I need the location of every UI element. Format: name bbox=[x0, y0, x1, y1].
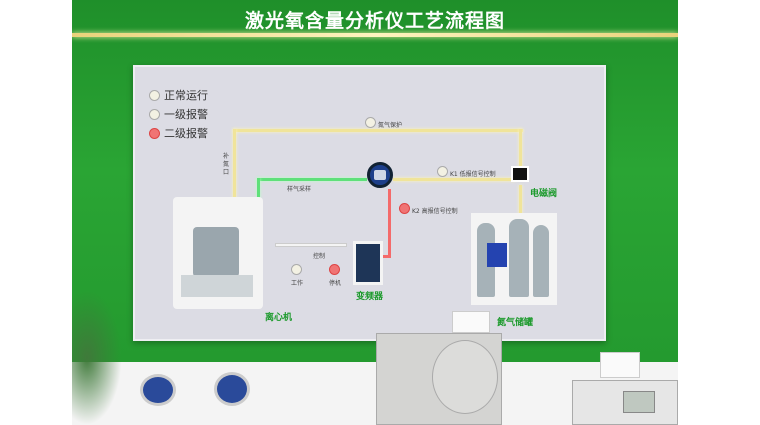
explosion-proof-analyzer bbox=[376, 333, 502, 425]
nitrogen-tank-label: 氮气储罐 bbox=[497, 318, 534, 328]
nitrogen-tank-image bbox=[471, 213, 557, 305]
nitrogen-indicator-icon bbox=[365, 117, 376, 128]
legend-item-normal: 正常运行 bbox=[149, 87, 208, 103]
control-label: 控制 bbox=[313, 253, 326, 260]
nitrogen-protection-label: 氮气保护 bbox=[378, 122, 403, 129]
inverter-label: 变频器 bbox=[356, 292, 384, 302]
legend-item-level1: 一级报警 bbox=[149, 106, 208, 122]
nitrogen-inlet-label: 补氮口 bbox=[223, 153, 230, 176]
process-flow-board: 正常运行 一级报警 二级报警 氮气保护 补氮口 样气采样 K1 低报信号控制 K… bbox=[133, 65, 606, 341]
nitrogen-pipe bbox=[233, 129, 236, 214]
sample-gas-label: 样气采样 bbox=[287, 186, 312, 193]
k1-indicator-icon bbox=[437, 166, 448, 177]
inverter-image bbox=[353, 241, 383, 285]
oxygen-analyzer-probe bbox=[367, 162, 393, 188]
solenoid-valve bbox=[511, 166, 529, 182]
legend: 正常运行 一级报警 二级报警 bbox=[149, 87, 208, 141]
alarm-light-icon bbox=[149, 127, 160, 139]
page-title: 激光氧含量分析仪工艺流程图 bbox=[244, 10, 505, 32]
work-label: 工作 bbox=[291, 280, 304, 287]
info-card bbox=[600, 352, 640, 378]
solenoid-valve-label: 电磁阀 bbox=[530, 189, 558, 199]
analyzer-probe bbox=[214, 372, 250, 406]
legend-item-level2: 二级报警 bbox=[149, 125, 208, 141]
plant bbox=[72, 290, 122, 425]
rack-analyzer bbox=[572, 380, 678, 425]
light-strip bbox=[72, 33, 678, 37]
analyzer-probe bbox=[140, 374, 176, 406]
alarm-line bbox=[388, 189, 391, 257]
k2-indicator-icon bbox=[399, 203, 410, 214]
k2-label: K2 高报信号控制 bbox=[412, 208, 458, 215]
alarm-line bbox=[377, 255, 391, 258]
indicator-light-icon bbox=[149, 108, 160, 120]
control-line bbox=[275, 243, 347, 247]
nitrogen-pipe bbox=[519, 129, 522, 167]
sample-pipe bbox=[257, 178, 367, 181]
centrifuge-label: 离心机 bbox=[265, 313, 293, 323]
stop-indicator-icon bbox=[329, 264, 340, 275]
signal-line bbox=[519, 185, 522, 215]
signal-line bbox=[393, 178, 515, 181]
work-indicator-icon bbox=[291, 264, 302, 275]
info-card bbox=[452, 311, 490, 333]
exhibition-photo: 激光氧含量分析仪工艺流程图 正常运行 一级报警 二级报警 氮气保护 补氮口 样气… bbox=[72, 0, 678, 425]
stop-label: 停机 bbox=[329, 280, 342, 287]
indicator-light-icon bbox=[149, 89, 160, 101]
centrifuge-image bbox=[173, 197, 263, 309]
k1-label: K1 低报信号控制 bbox=[450, 171, 496, 178]
nitrogen-pipe bbox=[233, 129, 523, 132]
